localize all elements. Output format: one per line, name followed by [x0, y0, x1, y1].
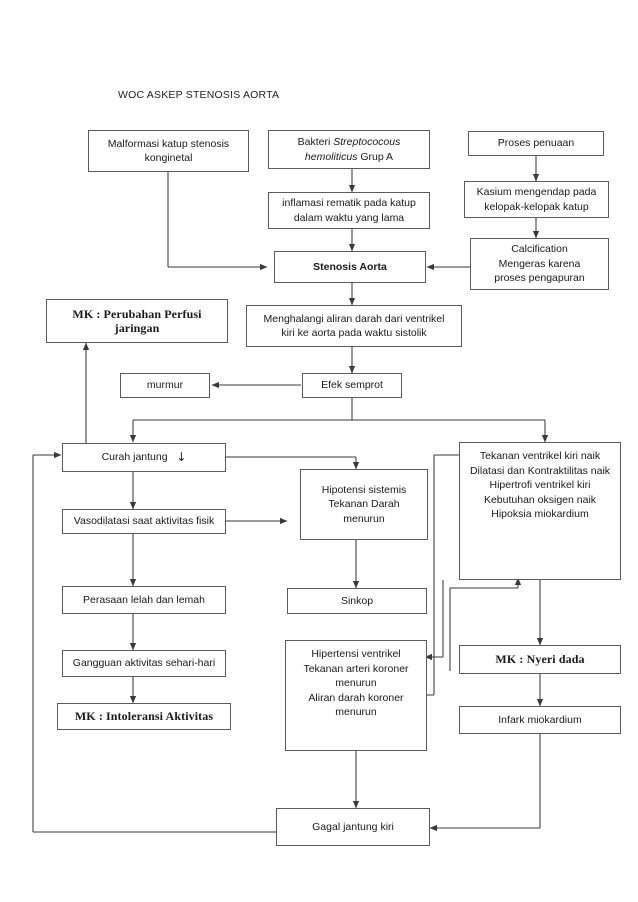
- node-stenosis-aorta[interactable]: Stenosis Aorta: [274, 251, 426, 283]
- inflamasi-line-1: inflamasi rematik pada katup: [282, 197, 416, 209]
- hipertensi-line-1: Hipertensi ventrikel: [311, 648, 401, 660]
- node-gagal-jantung-kiri[interactable]: Gagal jantung kiri: [276, 808, 430, 846]
- tekanan-line-5: Hipoksia miokardium: [491, 508, 589, 520]
- node-mk-intoleransi[interactable]: MK : Intoleransi Aktivitas: [57, 703, 231, 730]
- calcification-line-3: proses pengapuran: [494, 272, 585, 285]
- node-proses-penuaan[interactable]: Proses penuaan: [468, 131, 604, 156]
- mk-perfusi-line-2: jaringan: [114, 321, 160, 335]
- node-tekanan-ventrikel[interactable]: Tekanan ventrikel kiri naik Dilatasi dan…: [459, 442, 621, 580]
- hipertensi-line-4: Aliran darah koroner: [308, 691, 404, 704]
- mk-perfusi-line-1: MK : Perubahan Perfusi: [72, 306, 202, 321]
- menghalangi-line-1: Menghalangi aliran darah dari ventrikel: [263, 312, 445, 325]
- hipertensi-line-3: menurun: [335, 677, 377, 689]
- kasium-line-2: kelopak-kelopak katup: [484, 200, 589, 213]
- efek-label: Efek semprot: [321, 379, 383, 392]
- infark-label: Infark miokardium: [498, 713, 582, 726]
- mk-nyeri-label: MK : Nyeri dada: [495, 652, 585, 667]
- penuaan-label: Proses penuaan: [497, 137, 575, 150]
- calcification-line-2: Mengeras karena: [498, 257, 581, 270]
- calcification-line-1: Calcification: [511, 243, 568, 256]
- hipertensi-line-5: menurun: [335, 706, 377, 718]
- malformasi-line-1: Malformasi katup stenosis: [107, 137, 230, 150]
- tekanan-line-2: Dilatasi dan Kontraktilitas naik: [469, 464, 611, 477]
- curah-label: Curah jantung: [101, 451, 168, 464]
- malformasi-line-2: konginetal: [144, 152, 193, 164]
- gangguan-label: Gangguan aktivitas sehari-hari: [72, 657, 216, 670]
- node-kasium[interactable]: Kasium mengendap pada kelopak-kelopak ka…: [464, 181, 609, 218]
- node-gangguan-aktivitas[interactable]: Gangguan aktivitas sehari-hari: [62, 650, 226, 677]
- tekanan-line-4: Kebutuhan oksigen naik: [483, 493, 597, 506]
- vasodilatasi-label: Vasodilatasi saat aktivitas fisik: [73, 515, 215, 528]
- kasium-line-1: Kasium mengendap pada: [476, 186, 597, 198]
- node-efek-semprot[interactable]: Efek semprot: [302, 373, 402, 398]
- node-murmur[interactable]: murmur: [120, 373, 210, 398]
- bakteri-prefix: Bakteri: [297, 136, 334, 148]
- sinkop-label: Sinkop: [340, 594, 374, 607]
- down-arrow-icon: ↓: [176, 450, 187, 465]
- bakteri-suffix: Grup A: [357, 150, 394, 163]
- node-hipertensi-ventrikel[interactable]: Hipertensi ventrikel Tekanan arteri koro…: [285, 640, 427, 751]
- node-perasaan[interactable]: Perasaan lelah dan lemah: [62, 586, 226, 614]
- mk-intoleransi-label: MK : Intoleransi Aktivitas: [74, 709, 214, 724]
- node-hipotensi-sistemis[interactable]: Hipotensi sistemis Tekanan Darah menurun: [300, 469, 428, 540]
- tekanan-line-3: Hipertrofi ventrikel kiri: [489, 479, 591, 491]
- murmur-label: murmur: [146, 379, 184, 392]
- node-vasodilatasi[interactable]: Vasodilatasi saat aktivitas fisik: [62, 509, 226, 534]
- node-curah-jantung[interactable]: Curah jantung ↓: [62, 443, 226, 472]
- perasaan-label: Perasaan lelah dan lemah: [82, 593, 205, 606]
- node-mk-nyeri-dada[interactable]: MK : Nyeri dada: [459, 645, 621, 674]
- hipertensi-line-2: Tekanan arteri koroner: [303, 662, 409, 675]
- tekanan-line-1: Tekanan ventrikel kiri naik: [479, 450, 601, 462]
- node-bakteri[interactable]: Bakteri Streptococous hemoliticus Grup A: [268, 130, 430, 169]
- stenosis-label: Stenosis Aorta: [313, 260, 387, 273]
- node-malformasi[interactable]: Malformasi katup stenosis konginetal: [88, 130, 249, 172]
- hipotensi-line-1: Hipotensi sistemis: [321, 483, 407, 496]
- node-inflamasi[interactable]: inflamasi rematik pada katup dalam waktu…: [268, 192, 430, 229]
- page-title: WOC ASKEP STENOSIS AORTA: [118, 89, 280, 101]
- node-infark-miokardium[interactable]: Infark miokardium: [459, 706, 621, 734]
- node-mk-perubahan-perfusi[interactable]: MK : Perubahan Perfusi jaringan: [46, 299, 228, 343]
- inflamasi-line-2: dalam waktu yang lama: [293, 211, 405, 224]
- node-sinkop[interactable]: Sinkop: [287, 588, 427, 614]
- hipotensi-line-2: Tekanan Darah: [328, 498, 400, 511]
- hipotensi-line-3: menurun: [343, 512, 385, 525]
- bakteri-species: Streptococous hemoliticus: [304, 136, 401, 163]
- gagal-label: Gagal jantung kiri: [312, 820, 394, 833]
- menghalangi-line-2: kiri ke aorta pada waktu sistolik: [281, 327, 427, 339]
- node-menghalangi[interactable]: Menghalangi aliran darah dari ventrikel …: [246, 305, 462, 347]
- node-calcification[interactable]: Calcification Mengeras karena proses pen…: [470, 238, 609, 290]
